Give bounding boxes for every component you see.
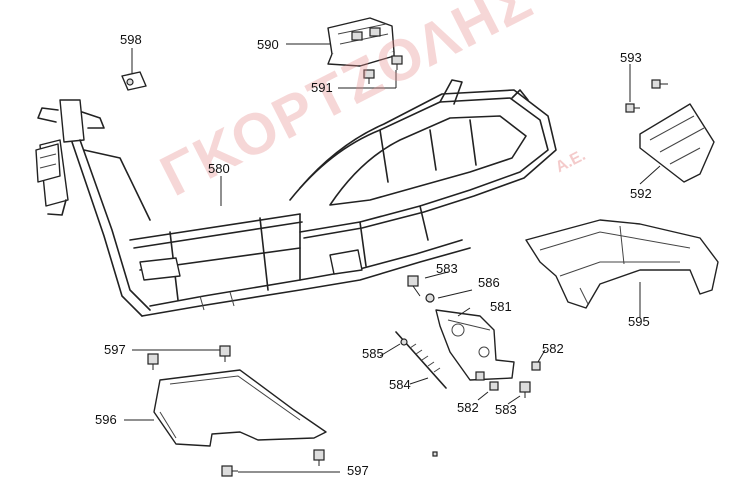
part-label-597-top: 597 [104, 342, 126, 357]
bolt-597-bottom [221, 449, 325, 477]
bolt-591 [363, 55, 403, 84]
part-label-582-bottom: 582 [457, 400, 479, 415]
bracket-592 [639, 103, 715, 183]
fender-595 [525, 219, 719, 309]
clip-598 [121, 71, 147, 91]
bolt-597-top [147, 345, 231, 370]
bolt-593 [625, 79, 668, 113]
leader-lines [124, 43, 661, 473]
part-label-595: 595 [628, 314, 650, 329]
part-label-596: 596 [95, 412, 117, 427]
part-label-592: 592 [630, 186, 652, 201]
part-label-585: 585 [362, 346, 384, 361]
part-label-583-top: 583 [436, 261, 458, 276]
part-label-597-bottom: 597 [347, 463, 369, 478]
part-label-580: 580 [208, 161, 230, 176]
part-label-582-right: 582 [542, 341, 564, 356]
stand-bracket-581 [435, 309, 515, 381]
frame-580 [35, 79, 557, 317]
part-label-586: 586 [478, 275, 500, 290]
pin-585 [400, 338, 408, 346]
part-label-591: 591 [311, 80, 333, 95]
part-label-593: 593 [620, 50, 642, 65]
bracket-590 [327, 17, 395, 67]
under-cover-596 [153, 369, 327, 447]
pin-582 [475, 361, 541, 391]
part-label-584: 584 [389, 377, 411, 392]
bolt-583-bottom [519, 381, 531, 398]
bolt-583-top [407, 275, 435, 303]
part-label-590: 590 [257, 37, 279, 52]
part-label-583-bottom: 583 [495, 402, 517, 417]
part-label-598: 598 [120, 32, 142, 47]
part-label-581: 581 [490, 299, 512, 314]
